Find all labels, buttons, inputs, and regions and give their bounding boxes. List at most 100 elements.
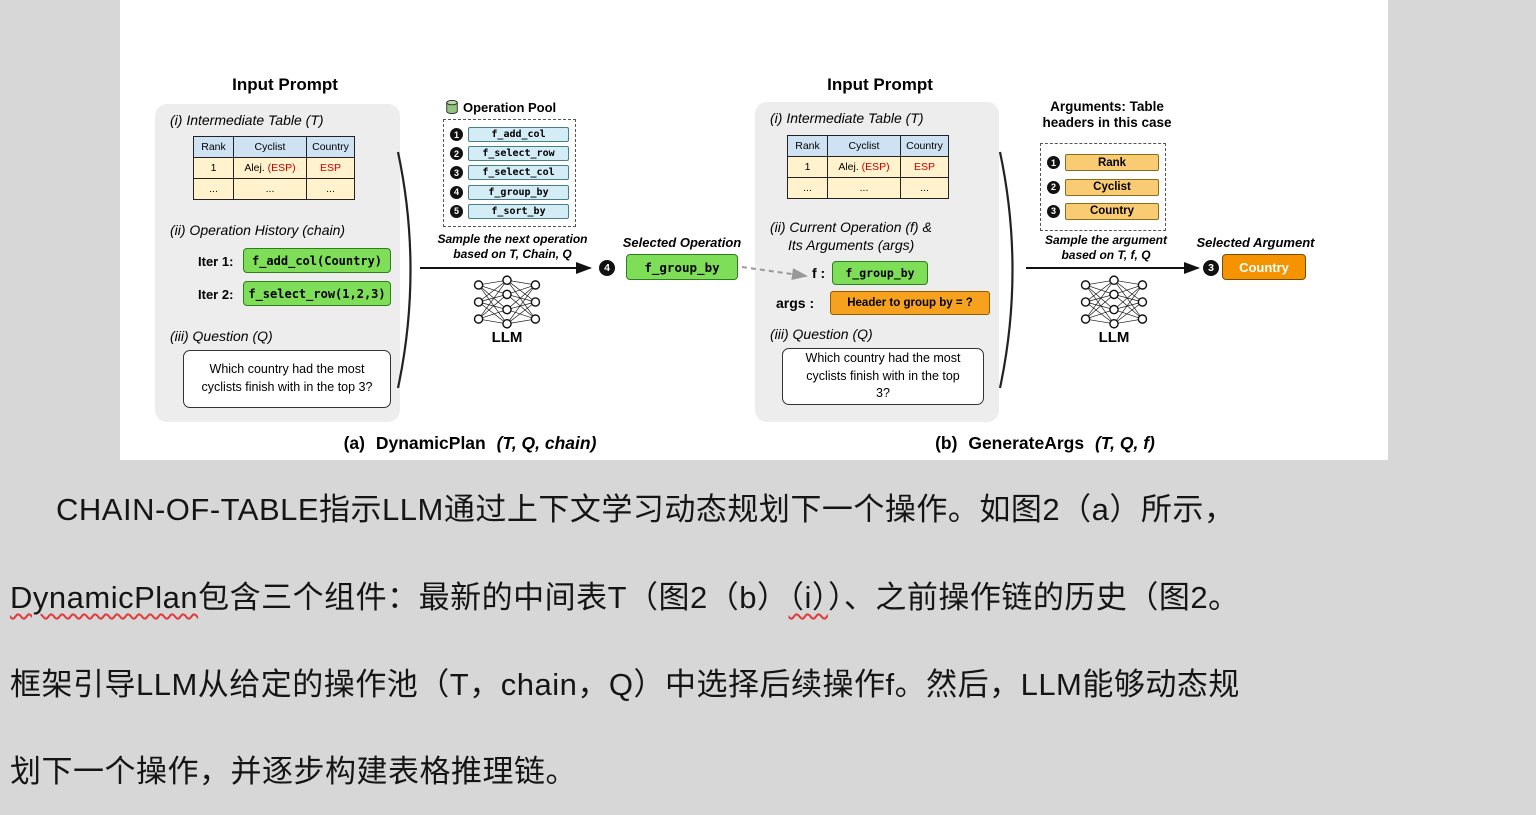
misspelled-word-dynamicplan: DynamicPlan (10, 580, 199, 615)
argument-entry: Rank (1065, 154, 1159, 172)
table-cell-ellipsis: ... (193, 178, 234, 200)
panel-b-title: Input Prompt (827, 75, 933, 94)
table-cell-ellipsis: ... (827, 177, 901, 199)
selected-operation-number-badge: 4 (599, 260, 615, 276)
body-text-line-2: DynamicPlan包含三个组件：最新的中间表T（图2（b）（i））、之前操作… (10, 579, 1240, 618)
args-placeholder-box: Header to group by = ? (830, 291, 990, 315)
argument-number-badge: 3 (1047, 204, 1060, 218)
llm-label-b: LLM (1098, 329, 1130, 346)
operation-pool-title-text: Operation Pool (463, 99, 557, 115)
table-row: 1 Alej. (ESP) ESP (787, 156, 949, 178)
operation-pool-item: 3 f_select_col (450, 165, 569, 181)
cyclist-name: Alej. (244, 162, 265, 174)
operation-pool-title: Operation Pool (445, 99, 556, 115)
table-cell-ellipsis: ... (900, 177, 949, 199)
operation-pool-box: 1 f_add_col 2 f_select_row 3 f_select_co… (443, 119, 576, 227)
argument-entry: Country (1065, 202, 1159, 220)
table-cell-country: ESP (306, 157, 355, 179)
arguments-pool-box: 1 Rank 2 Cyclist 3 Country (1040, 143, 1166, 231)
operation-pool-item: 1 f_add_col (450, 127, 569, 143)
argument-number-badge: 1 (1047, 156, 1060, 170)
sample-argument-text: Sample the argument based on T, f, Q (1044, 233, 1168, 262)
table-cell-ellipsis: ... (787, 177, 828, 199)
argument-item: 1 Rank (1047, 154, 1159, 172)
body-text-line-4: 划下一个操作，并逐步构建表格推理链。 (10, 754, 577, 789)
operation-number-badge: 4 (450, 185, 463, 199)
llm-network-icon (1080, 275, 1148, 329)
body-text-line-2-part: 包含三个组件：最新的中间表T（图2（b） (198, 580, 789, 615)
cyclist-nationality: (ESP) (861, 161, 890, 173)
operation-pool-item: 4 f_group_by (450, 184, 569, 200)
table-header-country: Country (306, 136, 355, 158)
iter1-operation-box: f_add_col(Country) (243, 248, 391, 273)
misspelled-word-i: （i） (788, 580, 828, 615)
operation-pool-entry: f_group_by (468, 184, 569, 200)
cyclist-nationality: (ESP) (267, 162, 296, 174)
argument-number-badge: 2 (1047, 180, 1060, 194)
intermediate-table-b: Rank Cyclist Country 1 Alej. (ESP) ESP .… (787, 135, 949, 199)
table-cell-rank: 1 (193, 157, 234, 179)
table-header-rank: Rank (193, 136, 234, 158)
operation-pool-item: 2 f_select_row (450, 146, 569, 162)
operation-pool-item: 5 f_sort_by (450, 203, 569, 219)
question-box-a: Which country had the most cyclists fini… (183, 350, 391, 408)
current-operation-box: f_group_by (832, 261, 928, 285)
caption-b-index: (b) (935, 433, 958, 453)
table-header-row: Rank Cyclist Country (787, 135, 949, 157)
argument-entry: Cyclist (1065, 178, 1159, 196)
operation-number-badge: 2 (450, 147, 463, 161)
panel-b-section-i-label: (i) Intermediate Table (T) (770, 110, 924, 126)
sample-operation-text: Sample the next operation based on T, Ch… (437, 232, 588, 261)
table-header-rank: Rank (787, 135, 828, 157)
question-box-b: Which country had the most cyclists fini… (782, 348, 984, 405)
table-cell-rank: 1 (787, 156, 828, 178)
body-text-line-3: 框架引导LLM从给定的操作池（T，chain，Q）中选择后续操作f。然后，LLM… (10, 667, 1240, 702)
table-cell-ellipsis: ... (233, 178, 307, 200)
argument-item: 2 Cyclist (1047, 178, 1159, 196)
panel-b-section-ii-label-line2: Its Arguments (args) (788, 237, 915, 253)
panel-b-section-iii-label: (iii) Question (Q) (770, 326, 873, 342)
selected-argument-box: Country (1222, 254, 1306, 280)
panel-a-title: Input Prompt (232, 75, 338, 94)
operation-number-badge: 1 (450, 128, 463, 142)
selected-argument-number-badge: 3 (1203, 260, 1219, 276)
caption-b-name: GenerateArgs (968, 433, 1085, 453)
caption-a-name: DynamicPlan (375, 433, 486, 453)
table-cell-country: ESP (900, 156, 949, 178)
operation-number-badge: 5 (450, 204, 463, 218)
intermediate-table-a: Rank Cyclist Country 1 Alej. (ESP) ESP .… (193, 136, 355, 200)
table-cell-cyclist: Alej. (ESP) (233, 157, 307, 179)
f-label: f : (812, 265, 826, 281)
caption-b-args: (T, Q, f) (1094, 433, 1155, 453)
table-cell-ellipsis: ... (306, 178, 355, 200)
operation-pool-entry: f_select_row (468, 146, 569, 162)
arguments-header-line2: headers in this case (1042, 115, 1172, 131)
table-header-cyclist: Cyclist (233, 136, 307, 158)
table-row: ... ... ... (193, 178, 355, 200)
caption-a: (a) DynamicPlan (T, Q, chain) (305, 433, 635, 454)
args-label: args : (776, 295, 815, 311)
caption-a-index: (a) (343, 433, 365, 453)
iter1-label: Iter 1: (198, 254, 234, 269)
table-row: ... ... ... (787, 177, 949, 199)
table-header-cyclist: Cyclist (827, 135, 901, 157)
panel-a-section-iii-label: (iii) Question (Q) (170, 328, 273, 344)
iter2-label: Iter 2: (198, 287, 234, 302)
panel-a-section-ii-label: (ii) Operation History (chain) (170, 222, 346, 238)
table-header-country: Country (900, 135, 949, 157)
selected-operation-label: Selected Operation (622, 235, 742, 250)
database-cylinder-icon (446, 100, 458, 114)
bracket-b (998, 151, 1014, 389)
iter2-operation-box: f_select_row(1,2,3) (243, 281, 391, 306)
argument-item: 3 Country (1047, 202, 1159, 220)
table-cell-cyclist: Alej. (ESP) (827, 156, 901, 178)
arguments-header: Arguments: Table headers in this case (1033, 99, 1181, 131)
panel-b-section-ii-label-line1: (ii) Current Operation (f) & (770, 219, 932, 235)
operation-pool-entry: f_sort_by (468, 203, 569, 219)
table-row: 1 Alej. (ESP) ESP (193, 157, 355, 179)
body-text-line-2-part: ）、之前操作链的历史（图2。 (827, 580, 1240, 615)
caption-a-args: (T, Q, chain) (496, 433, 597, 453)
llm-network-icon (473, 275, 541, 329)
selected-argument-label: Selected Argument (1196, 235, 1315, 250)
operation-number-badge: 3 (450, 166, 463, 180)
